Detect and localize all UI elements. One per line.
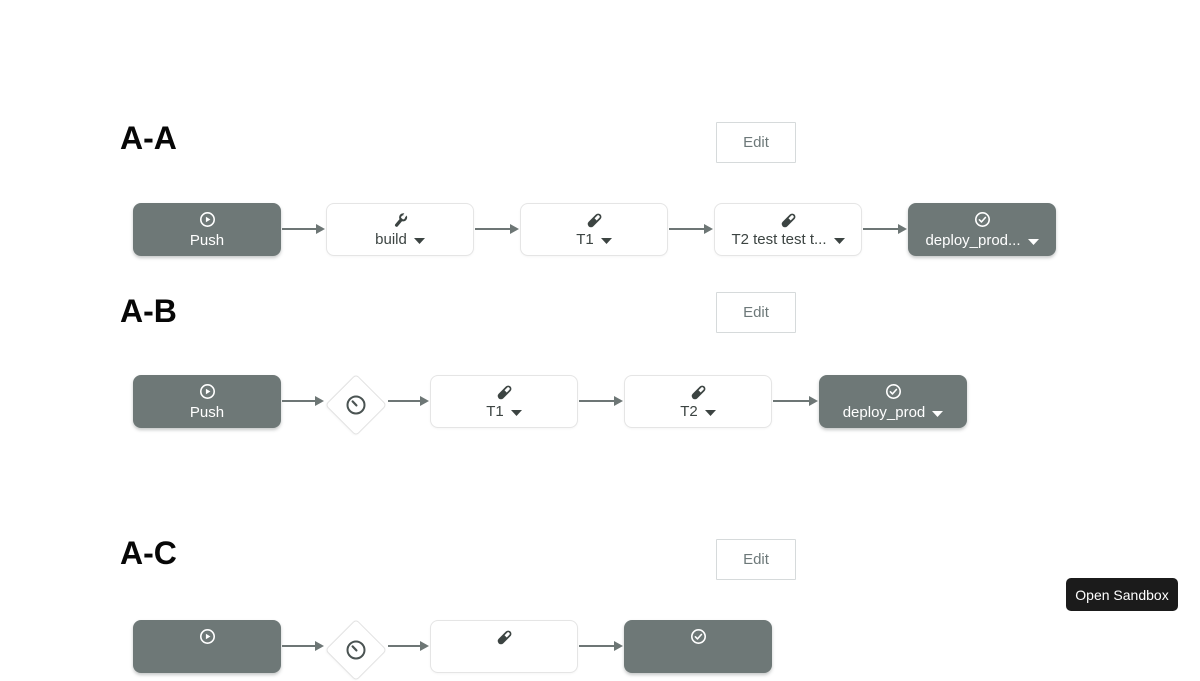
flow-arrow: [773, 395, 818, 406]
caret-down-icon: [704, 408, 716, 416]
pipeline-node-t1[interactable]: T1: [430, 375, 578, 428]
node-label-row: T1: [576, 232, 612, 247]
wrench-icon: [392, 212, 409, 229]
vial-icon: [496, 384, 513, 401]
pipeline-node-push[interactable]: Push: [133, 203, 281, 256]
pipeline-title: A-B: [120, 293, 177, 329]
caret-down-icon: [600, 236, 612, 244]
vial-icon: [780, 212, 797, 229]
play-circle-icon: [199, 628, 216, 645]
pipeline-title: A-C: [120, 535, 177, 571]
caret-down-icon: [833, 236, 845, 244]
play-circle-icon: [199, 211, 216, 228]
check-circle-icon: [974, 211, 991, 228]
node-label: Push: [189, 405, 225, 420]
node-label-row: T2 test test t...: [731, 232, 845, 247]
node-label-row: deploy_prod...: [925, 233, 1039, 248]
pipeline-title: A-A: [120, 120, 177, 156]
flow-arrow: [579, 395, 623, 406]
pipeline-node-check-circle[interactable]: [624, 620, 772, 673]
node-label: Push: [189, 233, 225, 248]
pipeline-node-play-circle[interactable]: [133, 620, 281, 673]
node-label: deploy_prod...: [925, 233, 1021, 248]
flow-arrow: [863, 223, 907, 234]
vial-icon: [690, 384, 707, 401]
node-label-row: Push: [190, 405, 224, 420]
pipeline-node-deploy-prod[interactable]: deploy_prod: [819, 375, 967, 428]
node-label: T2 test test t...: [731, 232, 827, 247]
pipelines-page: { "colors": { "node_dark_bg": "#6e7877",…: [120, 120, 1178, 681]
caret-down-icon: [932, 409, 944, 417]
node-label-row: T2: [680, 404, 716, 419]
pipeline-node-deploy-prod[interactable]: deploy_prod...: [908, 203, 1056, 256]
node-label: deploy_prod: [842, 405, 926, 420]
caret-down-icon: [1027, 237, 1039, 245]
pipeline-node-vial[interactable]: [430, 620, 578, 673]
node-label: T1: [486, 404, 504, 419]
flow-arrow: [579, 640, 623, 651]
play-circle-icon: [199, 383, 216, 400]
vial-icon: [496, 629, 513, 646]
edit-button[interactable]: Edit: [716, 539, 796, 580]
pipeline-node-t2[interactable]: T2: [624, 375, 772, 428]
pipeline-node-push[interactable]: Push: [133, 375, 281, 428]
open-sandbox-button[interactable]: Open Sandbox: [1066, 578, 1178, 611]
clock-icon: [334, 383, 378, 427]
check-circle-icon: [885, 383, 902, 400]
check-circle-icon: [690, 628, 707, 645]
condition-node[interactable]: [324, 373, 388, 437]
node-label: T2: [680, 404, 698, 419]
vial-icon: [586, 212, 603, 229]
flow-arrow: [388, 640, 429, 651]
flow-arrow: [282, 223, 325, 234]
condition-node[interactable]: [324, 618, 388, 681]
pipeline-node-t1[interactable]: T1: [520, 203, 668, 256]
clock-icon: [334, 628, 378, 672]
node-label: T1: [576, 232, 594, 247]
edit-button[interactable]: Edit: [716, 292, 796, 333]
flow-arrow: [282, 395, 324, 406]
pipeline-node-build[interactable]: build: [326, 203, 474, 256]
caret-down-icon: [413, 236, 425, 244]
flow-arrow: [282, 640, 324, 651]
flow-arrow: [475, 223, 519, 234]
flow-arrow: [669, 223, 713, 234]
node-label-row: deploy_prod: [843, 405, 944, 420]
node-label: build: [375, 232, 407, 247]
node-label-row: build: [375, 232, 425, 247]
node-label-row: T1: [486, 404, 522, 419]
edit-button[interactable]: Edit: [716, 122, 796, 163]
pipeline-node-t2-test-test-t[interactable]: T2 test test t...: [714, 203, 862, 256]
flow-arrow: [388, 395, 429, 406]
node-label-row: Push: [190, 233, 224, 248]
caret-down-icon: [510, 408, 522, 416]
